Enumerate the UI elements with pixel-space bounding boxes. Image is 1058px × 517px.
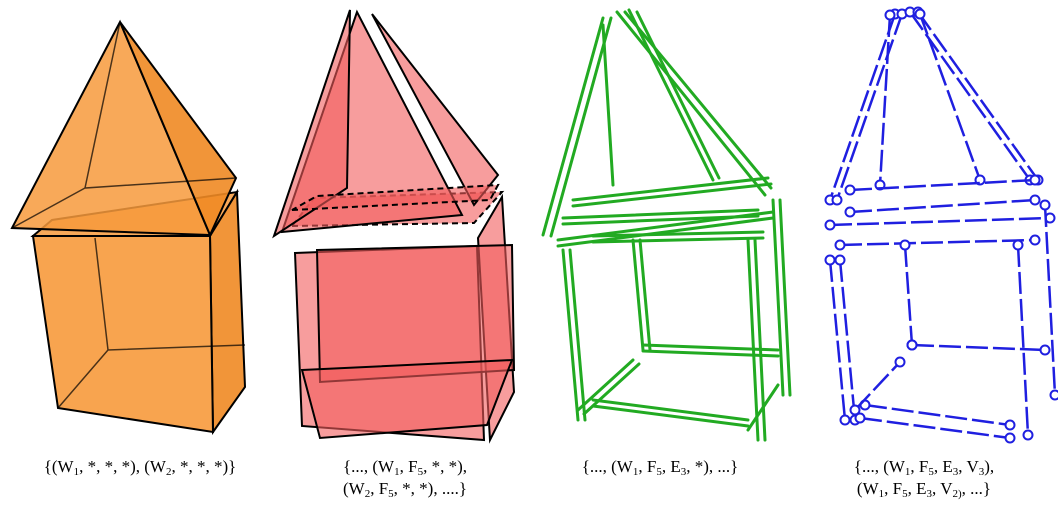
edge-line-6 — [601, 23, 615, 187]
pyramid-face-base — [291, 183, 500, 211]
edge-line-26 — [641, 349, 780, 358]
cube-hidden-edges — [57, 237, 246, 409]
pyramid-right-face — [119, 21, 238, 238]
edge-line-27 — [576, 358, 635, 412]
edge-line-8 — [571, 182, 773, 208]
vertex-edge-12 — [1016, 244, 1030, 436]
vertex-edge-18 — [854, 361, 901, 411]
vertex-edge-16 — [859, 416, 1011, 440]
vertex-circle-7-1 — [1029, 194, 1041, 206]
vertex-circle-9-0 — [834, 239, 846, 251]
vertex-circle-16-1 — [1004, 432, 1016, 444]
edge-line-1 — [549, 16, 613, 238]
vertex-circle-15-1 — [1004, 419, 1016, 431]
vertex-edge-3 — [916, 11, 1040, 181]
vertex-caption: {..., (W1, F5, E3, V3),(W1, F5, E3, V2),… — [853, 457, 995, 500]
face-caption: {..., (W1, F5, *, *),(W2, F5, *, *), ...… — [342, 457, 467, 500]
vertex-circle-17-1 — [1039, 344, 1051, 356]
vertex-circle-11-0 — [834, 254, 846, 266]
vertex-edge-1 — [835, 13, 904, 201]
vertex-edge-5 — [878, 14, 892, 186]
vertex-circle-14-0 — [899, 239, 911, 251]
edge-line-2 — [615, 10, 767, 197]
vertex-circle-6-1 — [1029, 174, 1041, 186]
edge-line-11 — [561, 208, 760, 220]
edge-line-29 — [746, 383, 780, 432]
vertex-circle-17-0 — [906, 339, 918, 351]
vertex-edge-6 — [849, 178, 1036, 192]
edge-line-25 — [641, 343, 780, 352]
edge-line-5 — [635, 10, 721, 180]
vertex-circle-16-0 — [854, 412, 866, 424]
edge-line-21 — [631, 238, 645, 352]
vertex-circle-12-1 — [1022, 429, 1034, 441]
vertex-circle-1-1 — [831, 194, 843, 206]
edge-line-14 — [591, 236, 765, 244]
cube-front-face — [31, 235, 215, 434]
vertex-circle-10-1 — [839, 414, 851, 426]
vertex-circle-13-0 — [1039, 199, 1051, 211]
vertex-edge-10 — [828, 259, 847, 421]
vertex-circle-9-1 — [1029, 234, 1041, 246]
edge-line-20 — [778, 198, 792, 397]
vertex-circle-13-1 — [1049, 389, 1058, 401]
vertex-edge-4 — [918, 13, 982, 181]
edge-line-4 — [627, 8, 715, 182]
edge-line-17 — [746, 238, 760, 442]
vertex-edge-7 — [849, 198, 1036, 214]
edge-line-7 — [571, 176, 770, 202]
vertex-level-panel — [824, 6, 1058, 444]
vertex-edge-14 — [903, 244, 914, 346]
vertex-edge-8 — [829, 216, 1051, 227]
vertex-circle-18-0 — [849, 404, 861, 416]
vertex-circle-4-0 — [914, 8, 926, 20]
vertex-edge-17 — [911, 343, 1046, 352]
vertex-circle-10-0 — [824, 254, 836, 266]
vertex-circle-8-0 — [824, 219, 836, 231]
vertex-edge-15 — [864, 403, 1011, 427]
wall-caption: {(W1, *, *, *), (W2, *, *, *)} — [43, 457, 237, 478]
pyramid-face-left — [272, 9, 351, 239]
edge-line-19 — [771, 198, 785, 397]
vertex-circle-7-0 — [844, 206, 856, 218]
cube-right-face — [208, 188, 247, 436]
edge-line-22 — [638, 238, 652, 352]
edge-line-3 — [623, 10, 773, 190]
wall-level-panel — [10, 19, 247, 436]
edge-caption: {..., (W1, F5, E3, *), ...} — [581, 457, 739, 478]
cube-face-back — [315, 243, 516, 384]
edge-line-23 — [591, 398, 750, 422]
edge-line-0 — [541, 16, 605, 237]
vertex-circle-12-0 — [1012, 239, 1024, 251]
vertex-edge-9 — [839, 238, 1036, 247]
edge-line-13 — [591, 230, 765, 238]
edge-level-panel — [541, 8, 792, 442]
edge-line-28 — [582, 362, 641, 416]
vertex-circle-6-0 — [844, 184, 856, 196]
vertex-edge-0 — [828, 13, 897, 201]
pyramid-hidden-edges — [11, 21, 237, 229]
vertex-edge-13 — [1043, 204, 1057, 396]
edge-line-12 — [561, 214, 760, 226]
cube-face-bottom — [300, 358, 514, 440]
edge-line-16 — [568, 248, 587, 422]
edge-line-15 — [561, 248, 580, 422]
edge-line-24 — [591, 404, 750, 428]
face-level-panel — [272, 9, 516, 444]
vertex-circle-18-1 — [894, 356, 906, 368]
vertex-circle-5-0 — [884, 9, 896, 21]
